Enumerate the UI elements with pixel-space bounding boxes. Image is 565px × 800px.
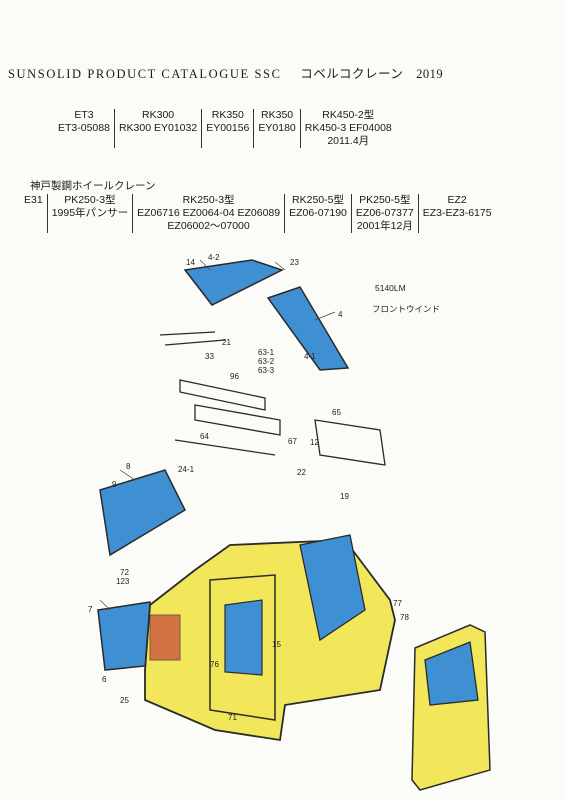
part-label: 64 xyxy=(200,432,209,441)
catalogue-year: 2019 xyxy=(416,67,444,81)
top-glass-panel xyxy=(183,259,284,306)
part-label: 4-1 xyxy=(304,352,316,361)
part-label: 63-3 xyxy=(258,366,275,375)
part-code: 5140LM xyxy=(375,283,406,293)
wiper-and-rails xyxy=(159,331,386,466)
cab-body xyxy=(144,534,396,742)
part-label: 71 xyxy=(228,713,237,722)
side-window-left xyxy=(99,469,186,557)
part-label: 4 xyxy=(338,310,343,319)
front-window-glass xyxy=(266,286,350,371)
part-label: 6 xyxy=(102,675,107,684)
part-label: 67 xyxy=(288,437,297,446)
part-label: 24-1 xyxy=(178,465,195,474)
part-label: 123 xyxy=(116,577,130,586)
part-label: 65 xyxy=(332,408,341,417)
catalogue-header: SUNSOLID PRODUCT CATALOGUE SSC コベルコクレーン … xyxy=(8,63,548,82)
part-label: 12 xyxy=(310,438,319,447)
part-label: 33 xyxy=(205,352,214,361)
part-label: 63-2 xyxy=(258,357,275,366)
part-label: 14 xyxy=(186,258,195,267)
part-label: 22 xyxy=(297,468,306,477)
part-label: 25 xyxy=(120,696,129,705)
part-label: 23 xyxy=(290,258,299,267)
part-label: 77 xyxy=(393,599,402,608)
part-label: 63-1 xyxy=(258,348,275,357)
part-label: 8 xyxy=(126,462,131,471)
leader-lines xyxy=(99,259,336,611)
part-label: 96 xyxy=(230,372,239,381)
part-label: 21 xyxy=(222,338,231,347)
door-panel-right xyxy=(411,624,491,791)
part-label: 78 xyxy=(400,613,409,622)
parts-diagram xyxy=(97,259,491,791)
part-label: 72 xyxy=(120,568,129,577)
part-label: 9 xyxy=(112,480,117,489)
maker-line: 神戸製鋼ホイールクレーン xyxy=(30,180,156,192)
model-cell: E31 xyxy=(20,194,48,233)
catalogue-title: SUNSOLID PRODUCT CATALOGUE SSC xyxy=(8,67,282,81)
part-label: 15 xyxy=(272,640,281,649)
part-label: 4-2 xyxy=(208,253,220,262)
part-label: 7 xyxy=(88,605,93,614)
part-label: 19 xyxy=(340,492,349,501)
part-name: フロントウインド xyxy=(372,304,441,314)
part-label: 76 xyxy=(210,660,219,669)
brand-jp: コベルコクレーン xyxy=(300,67,404,81)
